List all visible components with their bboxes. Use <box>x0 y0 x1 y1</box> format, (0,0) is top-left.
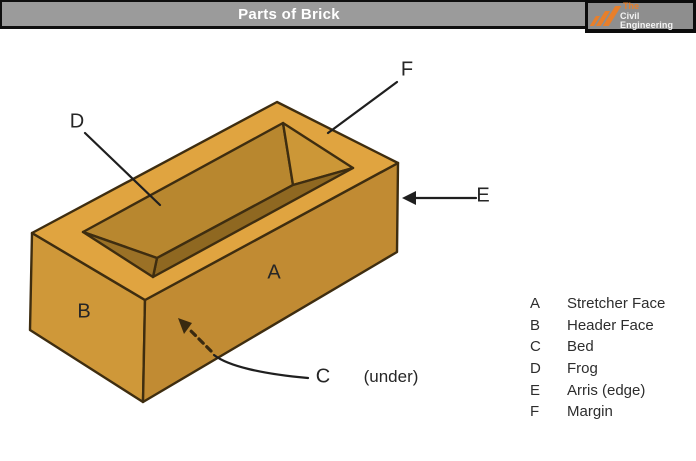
legend-row: F Margin <box>530 401 665 423</box>
label-c-pointer-curve <box>212 353 310 380</box>
diagram-label-c-note: (under) <box>363 367 419 386</box>
diagram-label-a: A <box>267 261 281 284</box>
legend-row: A Stretcher Face <box>530 293 665 315</box>
legend-row: E Arris (edge) <box>530 379 665 401</box>
legend-letter: E <box>530 381 541 399</box>
diagram-label-e: E <box>476 184 490 207</box>
label-c-dashed-arrow <box>188 328 213 353</box>
frog-left-slope <box>81 230 159 279</box>
up-left-arrowhead-icon <box>178 318 192 334</box>
legend-label: Frog <box>567 360 598 378</box>
legend-label: Header Face <box>567 316 654 334</box>
legend-row: D Frog <box>530 358 665 380</box>
legend-letter: D <box>530 360 541 378</box>
diagram-label-c: C <box>315 365 331 388</box>
legend-letter: C <box>530 338 541 356</box>
legend-row: B Header Face <box>530 315 665 337</box>
diagram-label-b: B <box>77 300 91 323</box>
diagram-label-f: F <box>400 58 414 81</box>
header-bar: Parts of Brick <box>0 0 696 29</box>
logo-box: The Civil Engineering <box>585 0 696 33</box>
legend-label: Arris (edge) <box>567 381 646 399</box>
label-f-pointer-line <box>326 80 399 135</box>
left-arrowhead-icon <box>402 191 416 205</box>
logo-brand-top: The <box>623 1 640 11</box>
logo-text: The Civil Engineering <box>620 2 693 30</box>
logo: The Civil Engineering <box>588 2 693 30</box>
legend-letter: B <box>530 316 541 334</box>
diagram-label-d: D <box>69 110 85 133</box>
logo-brand-bottom: Civil Engineering <box>620 11 674 30</box>
legend-letter: F <box>530 403 540 421</box>
label-d-pointer-line <box>83 131 162 207</box>
legend-letter: A <box>530 295 541 313</box>
legend-label: Margin <box>567 403 613 421</box>
legend-label: Stretcher Face <box>567 295 666 313</box>
page-title: Parts of Brick <box>238 5 340 23</box>
header-inner: Parts of Brick <box>2 2 694 26</box>
legend-row: C Bed <box>530 336 665 358</box>
legend: A Stretcher Face B Header Face C Bed D F… <box>530 293 665 423</box>
legend-label: Bed <box>567 338 594 356</box>
